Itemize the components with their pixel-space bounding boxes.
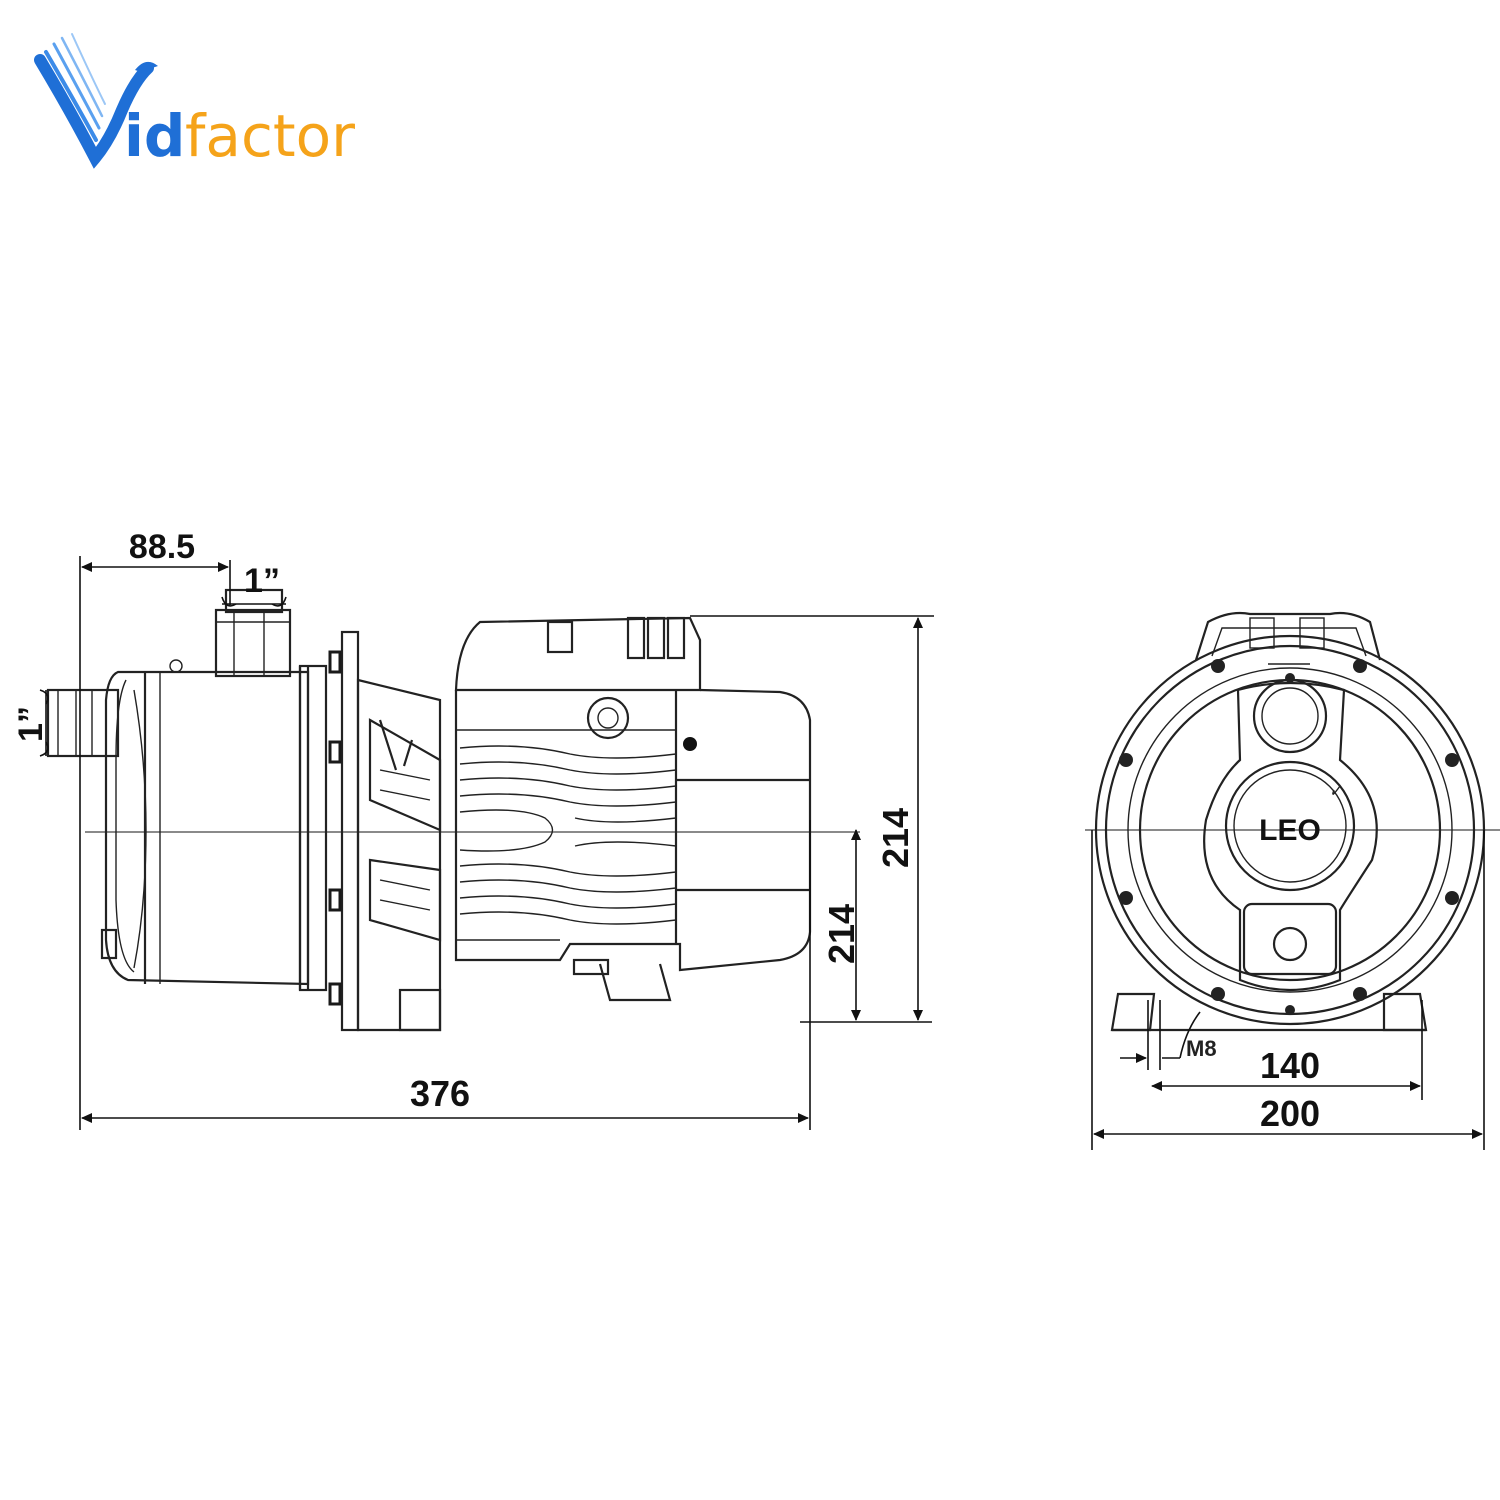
dim-base-width-label: 200 bbox=[1260, 1093, 1320, 1134]
dim-axis-height: 214 bbox=[800, 829, 932, 1023]
front-feet bbox=[1110, 992, 1428, 1032]
front-view: LEO M8 140 bbox=[1085, 611, 1500, 1150]
dim-outlet-offset-label: 88.5 bbox=[129, 528, 195, 566]
dim-foot-spacing: 140 bbox=[1151, 1000, 1423, 1100]
bird-v-logo-icon bbox=[34, 33, 158, 169]
cooling-fins bbox=[456, 729, 677, 941]
pump-housing bbox=[100, 659, 328, 992]
dim-inlet-size: 1” bbox=[12, 689, 50, 757]
dim-foot-spacing-label: 140 bbox=[1260, 1045, 1320, 1086]
dim-overall-length-label: 376 bbox=[410, 1073, 470, 1114]
motor-body bbox=[454, 616, 812, 1002]
vidfactor-logo: id factor bbox=[34, 33, 355, 170]
dim-outlet-size: 1” bbox=[221, 562, 287, 607]
dim-bolt: M8 bbox=[1120, 1000, 1217, 1070]
motor-bracket bbox=[356, 678, 442, 1032]
outlet-port bbox=[214, 588, 292, 678]
motor-label: LEO bbox=[1259, 814, 1321, 847]
dim-overall-height-label: 214 bbox=[875, 808, 916, 868]
dim-overall-length: 376 bbox=[81, 820, 811, 1130]
inlet-port bbox=[46, 688, 120, 758]
dim-base-width: 200 bbox=[1091, 830, 1485, 1150]
dim-outlet-size-label: 1” bbox=[244, 562, 280, 600]
front-inner-body: LEO bbox=[1203, 678, 1378, 992]
brand-name-part1: id bbox=[124, 102, 185, 170]
brand-name-part2: factor bbox=[185, 102, 355, 170]
dim-axis-height-label: 214 bbox=[821, 904, 862, 964]
dim-inlet-size-label: 1” bbox=[12, 706, 50, 742]
dim-overall-height: 214 bbox=[690, 615, 934, 1021]
dim-outlet-offset: 88.5 bbox=[79, 528, 231, 1130]
dim-bolt-label: M8 bbox=[1186, 1036, 1217, 1061]
side-view: 88.5 1” 1” 376 214 2 bbox=[12, 528, 934, 1130]
mounting-flange bbox=[328, 630, 360, 1032]
